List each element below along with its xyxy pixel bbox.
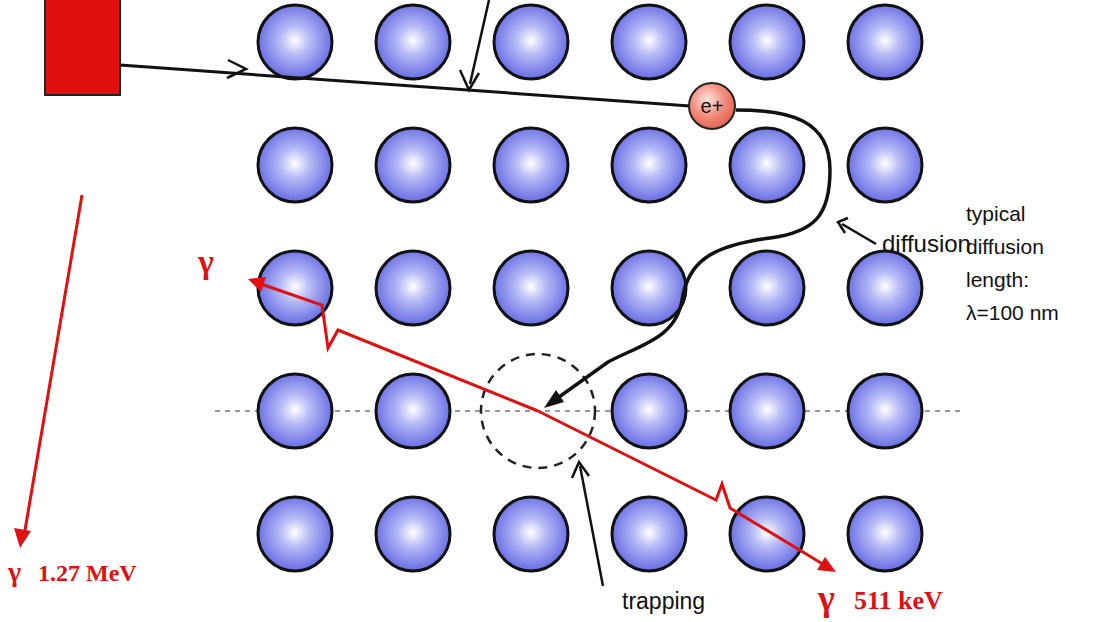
atom xyxy=(848,251,922,325)
leader-arrowhead xyxy=(460,70,479,90)
process-label: diffusion xyxy=(882,230,971,258)
atom xyxy=(612,497,686,571)
gamma-arrowhead xyxy=(14,528,31,548)
gamma-symbol: γ xyxy=(8,556,21,588)
gamma-symbol: γ xyxy=(818,578,835,619)
energy-label: 1.27 MeV xyxy=(38,560,137,588)
atom xyxy=(612,5,686,79)
atom xyxy=(258,374,332,448)
track-arrowhead xyxy=(227,60,246,78)
atom xyxy=(494,5,568,79)
leader-arrow xyxy=(842,224,876,244)
atom xyxy=(730,374,804,448)
process-label: trapping xyxy=(622,588,705,614)
atom xyxy=(612,374,686,448)
positron-circle: e+ xyxy=(688,82,736,130)
atom xyxy=(730,128,804,202)
particle-label: e+ xyxy=(701,95,724,118)
atom xyxy=(258,128,332,202)
atom xyxy=(612,251,686,325)
atom-lattice xyxy=(258,5,922,571)
gamma-symbol: γ xyxy=(198,242,214,281)
atom xyxy=(376,497,450,571)
atom xyxy=(494,251,568,325)
atom xyxy=(258,497,332,571)
atom xyxy=(376,374,450,448)
leader-arrow xyxy=(580,466,603,586)
atom xyxy=(376,128,450,202)
atom xyxy=(730,5,804,79)
atom xyxy=(612,128,686,202)
diffusion-path xyxy=(552,110,830,402)
atom xyxy=(730,497,804,571)
gamma-ray xyxy=(24,195,82,536)
leader-arrowhead xyxy=(572,462,589,478)
positron-track xyxy=(120,65,690,106)
gamma-arrowhead xyxy=(817,557,836,572)
atom xyxy=(494,128,568,202)
atom xyxy=(376,251,450,325)
atom xyxy=(848,5,922,79)
atom xyxy=(376,5,450,79)
atom xyxy=(730,251,804,325)
gamma-ray xyxy=(538,411,826,566)
energy-label: 511 keV xyxy=(854,586,943,616)
positron-source xyxy=(45,0,120,95)
diffusion-arrowhead xyxy=(544,390,564,408)
leader-arrow xyxy=(470,0,489,84)
atom xyxy=(848,128,922,202)
atom xyxy=(258,5,332,79)
note-text: typical diffusion length: λ=100 nm xyxy=(966,197,1084,329)
atom xyxy=(848,374,922,448)
gamma-ray xyxy=(258,283,538,411)
leader-arrowhead xyxy=(838,218,848,233)
atom xyxy=(494,497,568,571)
atom xyxy=(848,497,922,571)
gamma-arrowhead xyxy=(248,277,266,292)
